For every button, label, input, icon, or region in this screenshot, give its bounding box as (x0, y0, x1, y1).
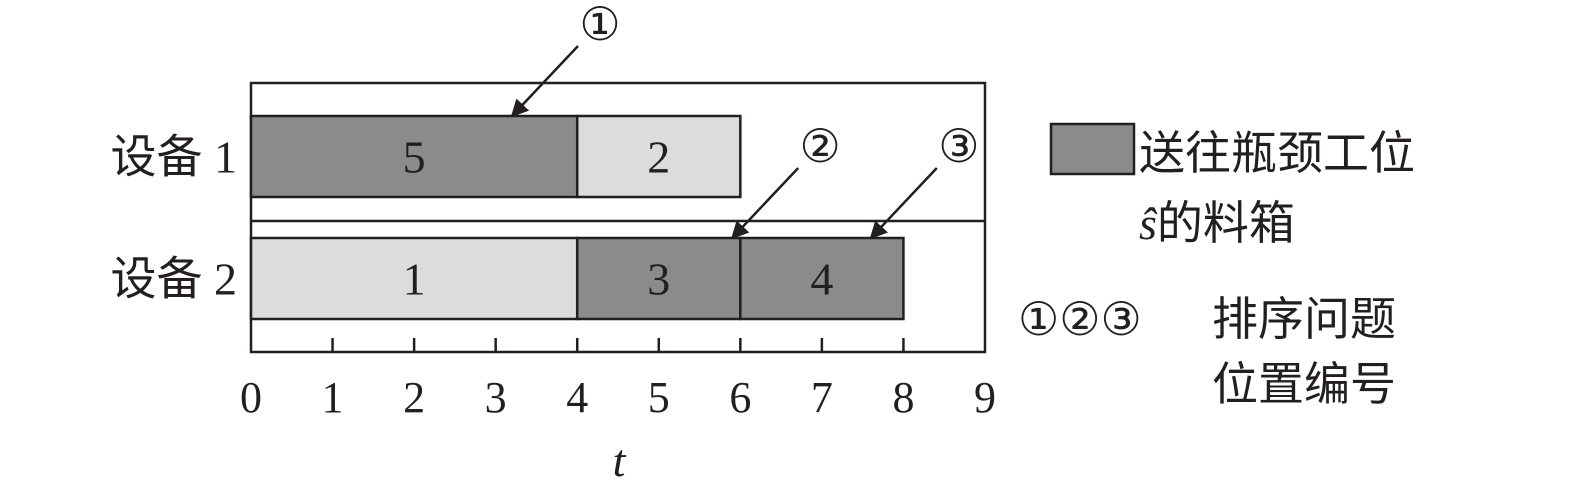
job-bar (249, 236, 579, 321)
legend-marker-symbols: ①②③ (1018, 294, 1142, 345)
legend-swatch-bottleneck (1049, 122, 1136, 176)
marker-label: ② (800, 121, 841, 172)
x-tick-label: 4 (566, 373, 588, 422)
plot-border (249, 81, 987, 354)
job-label: 1 (403, 254, 426, 305)
x-tick-label: 2 (403, 373, 425, 422)
marker-arrow (869, 167, 938, 240)
x-tick-label: 8 (892, 373, 914, 422)
job-label: 5 (403, 132, 426, 183)
job-label: 3 (647, 254, 670, 305)
legend-bottleneck-line2: ŝ的料箱 (1139, 198, 1295, 249)
legend-markers-line2: 位置编号 (1212, 359, 1396, 410)
x-tick-label: 0 (240, 373, 262, 422)
x-tick-label: 7 (811, 373, 833, 422)
machine-rows: 设备 1 5 2 设备 2 1 3 4 (111, 114, 905, 321)
legend-bottleneck-line1: 送往瓶颈工位 (1139, 128, 1415, 179)
position-markers: ① ② ③ (510, 0, 979, 240)
marker-label: ① (579, 0, 620, 50)
legend-bottleneck-line2-text: 的料箱 (1157, 198, 1295, 249)
job-label: 2 (647, 132, 670, 183)
marker-arrow (510, 45, 579, 118)
marker-label: ③ (938, 121, 979, 172)
legend-markers-line1: 排序问题 (1212, 294, 1396, 345)
x-tick-label: 5 (648, 373, 670, 422)
x-axis-ticks (331, 338, 905, 352)
job-label: 4 (810, 254, 833, 305)
legend: 送往瓶颈工位 ŝ的料箱 ①②③ 排序问题 位置编号 (1018, 122, 1415, 410)
x-axis-label: t (613, 435, 627, 486)
job-bar (739, 236, 905, 321)
marker-arrow (730, 167, 800, 240)
job-bar (575, 114, 742, 199)
x-tick-label: 9 (974, 373, 996, 422)
job-bar (575, 236, 742, 321)
machine-label: 设备 2 (111, 254, 238, 305)
x-axis-tick-labels: 0 1 2 3 4 5 6 7 8 9 (240, 373, 996, 422)
plot-frame (249, 81, 987, 354)
x-tick-label: 1 (322, 373, 344, 422)
x-tick-label: 3 (485, 373, 507, 422)
legend-s-hat-symbol: ŝ (1139, 198, 1158, 249)
x-tick-label: 6 (729, 373, 751, 422)
machine-label: 设备 1 (111, 132, 238, 183)
